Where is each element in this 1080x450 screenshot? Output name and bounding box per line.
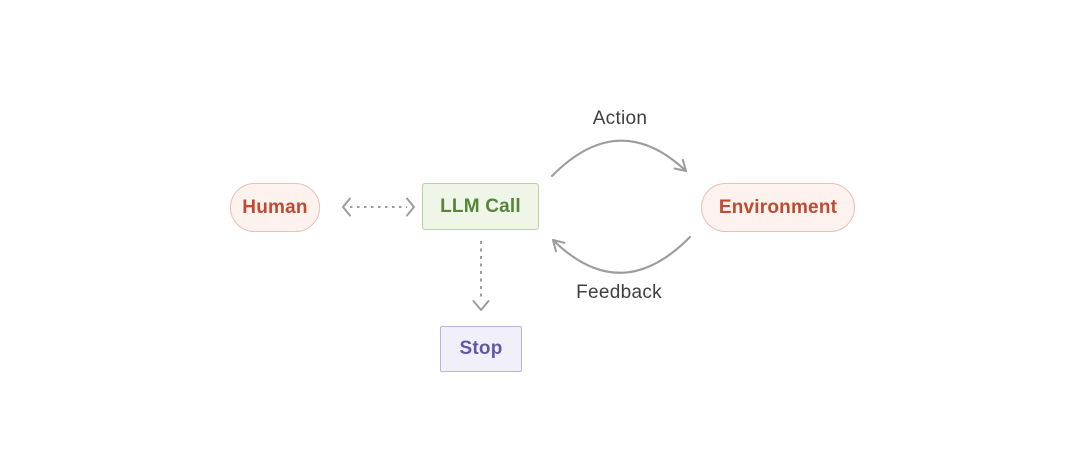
feedback-edge-label: Feedback <box>576 282 662 303</box>
node-stop-label: Stop <box>459 338 503 359</box>
llm-stop-dashed-arrow <box>472 241 490 311</box>
node-llm-call-label: LLM Call <box>440 195 521 217</box>
node-stop: Stop <box>440 326 522 372</box>
node-environment: Environment <box>701 183 855 232</box>
action-edge-label: Action <box>592 108 648 129</box>
human-llm-dashed-arrow <box>342 197 415 217</box>
feedback-arrow <box>551 235 692 274</box>
node-environment-label: Environment <box>718 196 838 218</box>
node-llm-call: LLM Call <box>422 183 539 230</box>
action-arrow <box>550 139 688 178</box>
node-human: Human <box>230 183 320 232</box>
node-human-label: Human <box>242 196 308 218</box>
